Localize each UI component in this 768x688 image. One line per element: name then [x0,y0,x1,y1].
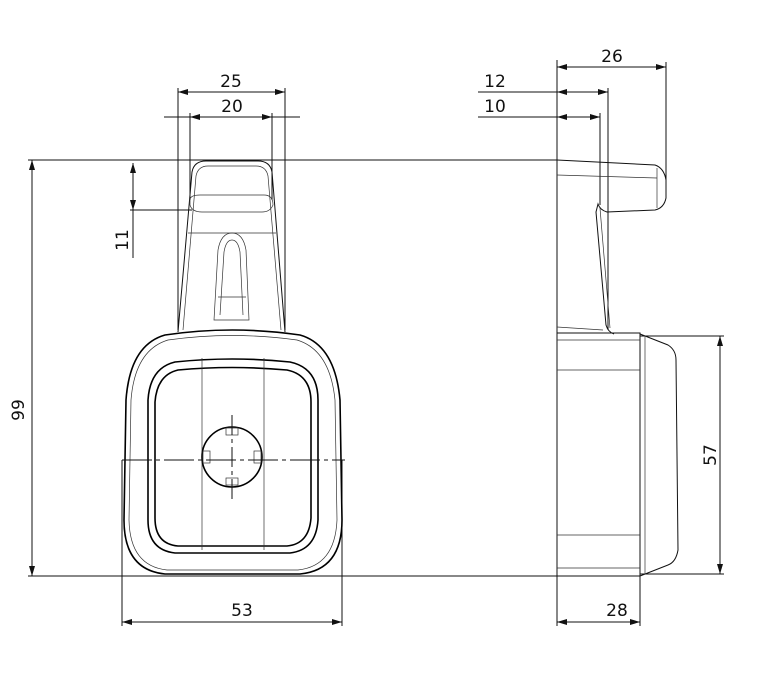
dim-hook-reach: 26 [601,47,623,67]
dim-hook-outer-width: 25 [220,72,242,92]
dim-body-height: 57 [701,444,721,466]
dim-hook-depth: 11 [113,229,133,251]
extension-lines [28,60,724,626]
dimension-lines [29,64,723,625]
dim-hook-outer-offset: 12 [484,72,506,92]
dim-body-depth: 28 [606,601,628,621]
dim-hook-inner-width: 20 [221,97,243,117]
side-view [556,159,679,577]
dim-body-width: 53 [231,601,253,621]
dim-hook-inner-offset: 10 [484,97,506,117]
dim-total-height: 99 [9,399,29,421]
front-view [122,160,345,575]
